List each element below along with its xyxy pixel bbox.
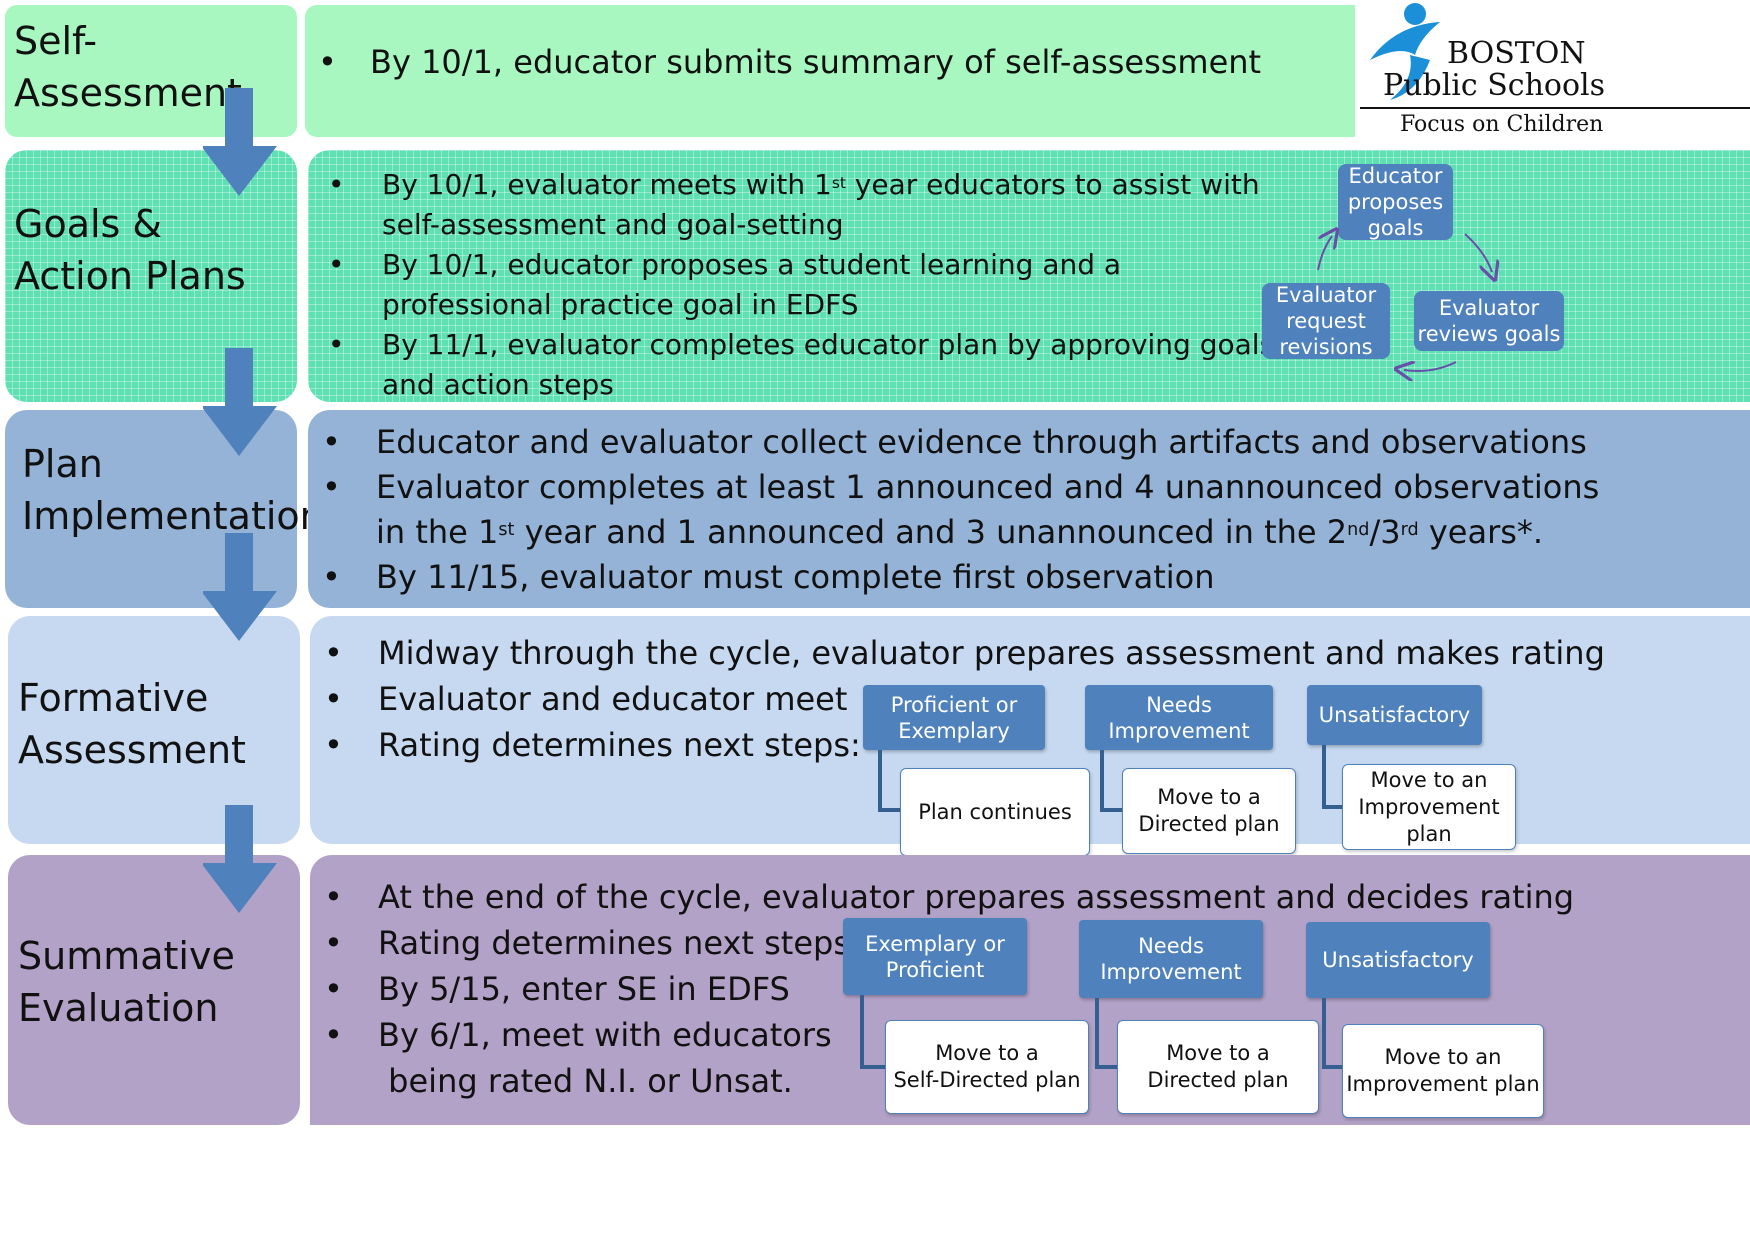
down-arrow-3-icon — [203, 533, 277, 641]
summative-label: Summative Evaluation — [18, 934, 235, 1030]
formative-rating-unsatisfactory: Unsatisfactory — [1307, 685, 1482, 745]
down-arrow-2-icon — [203, 348, 277, 456]
formative-rating-proficient: Proficient or Exemplary — [863, 685, 1045, 750]
formative-connector-2 — [1100, 750, 1126, 812]
goals-label: Goals & Action Plans — [14, 202, 246, 298]
logo-tagline: Focus on Children — [1400, 112, 1604, 137]
goals-content-box — [308, 150, 1750, 402]
summative-rating-exemplary: Exemplary or Proficient — [843, 918, 1027, 995]
cycle-arrows — [1317, 160, 1600, 400]
self-assessment-label: Self- Assessment — [14, 19, 242, 115]
logo-line2: Public Schools — [1383, 68, 1606, 103]
down-arrow-4-icon — [203, 805, 277, 913]
formative-connector-3 — [1322, 745, 1346, 809]
formative-outcome-directed: Move to a Directed plan — [1122, 768, 1296, 854]
cycle-node-evaluator-reviews: Evaluator reviews goals — [1414, 291, 1564, 351]
formative-bullets: •Midway through the cycle, evaluator pre… — [324, 634, 1605, 764]
summative-connector-3 — [1322, 998, 1346, 1069]
summative-bullets: •At the end of the cycle, evaluator prep… — [324, 878, 1575, 1100]
logo-rule — [1360, 107, 1750, 109]
formative-label: Formative Assessment — [18, 676, 246, 772]
logo: BOSTON Public Schools Focus on Children — [1355, 0, 1750, 140]
plan-bullets: •Educator and evaluator collect evidence… — [322, 423, 1600, 596]
logo-line1: BOSTON — [1447, 36, 1586, 71]
summative-label-box — [8, 855, 300, 1125]
plan-label: Plan Implementation — [22, 442, 324, 538]
summative-connector-2 — [1095, 998, 1121, 1069]
formative-outcome-improvement: Move to an Improvement plan — [1342, 764, 1516, 850]
plan-content-box — [308, 410, 1750, 608]
summative-rating-unsatisfactory: Unsatisfactory — [1306, 922, 1490, 998]
summative-outcome-self-directed: Move to a Self-Directed plan — [885, 1020, 1089, 1114]
summative-outcome-improvement: Move to an Improvement plan — [1342, 1024, 1544, 1118]
down-arrow-1-icon — [203, 88, 277, 196]
bullet-item: •By 10/1, educator submits summary of se… — [318, 43, 1262, 81]
summative-connector-1 — [860, 995, 889, 1069]
summative-outcome-directed: Move to a Directed plan — [1117, 1020, 1319, 1114]
logo-figure-icon — [1370, 3, 1440, 100]
cycle-node-evaluator-request: Evaluator request revisions — [1262, 283, 1390, 359]
goals-bullets: •By 10/1, evaluator meets with 1st year … — [328, 168, 1275, 401]
formative-outcome-plan-continues: Plan continues — [900, 768, 1090, 856]
self-assessment-content-box — [305, 5, 1405, 137]
cycle-node-educator-proposes: Educator proposes goals — [1338, 164, 1453, 240]
formative-rating-needs-improvement: Needs Improvement — [1085, 685, 1273, 750]
formative-connector-1 — [878, 750, 904, 812]
self-assessment-bullets: •By 10/1, educator submits summary of se… — [300, 40, 1261, 84]
summative-rating-needs-improvement: Needs Improvement — [1079, 920, 1263, 998]
